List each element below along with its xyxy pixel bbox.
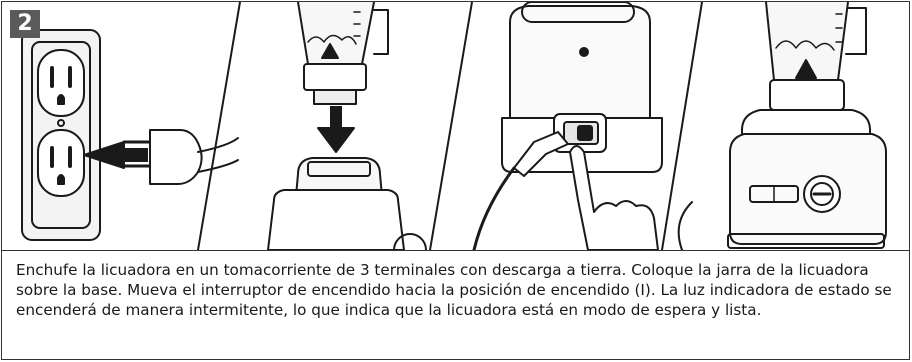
pointing-hand-icon xyxy=(569,145,659,250)
assembled-blender xyxy=(727,2,887,249)
arrow-down-icon xyxy=(317,106,355,153)
blender-jar xyxy=(297,2,389,105)
panel-divider-3 xyxy=(661,2,703,250)
illustration-panel: 2 xyxy=(2,2,909,251)
panel-divider-2 xyxy=(429,2,473,250)
power-cord xyxy=(472,131,569,250)
step-number-badge: 2 xyxy=(10,10,40,38)
wall-outlet xyxy=(21,29,101,241)
step-illustration xyxy=(21,2,887,250)
instruction-text: Enchufe la licuadora en un tomacorriente… xyxy=(16,261,892,319)
power-plug xyxy=(122,129,239,185)
arrow-to-outlet-icon xyxy=(83,141,148,169)
blender-base xyxy=(267,157,427,250)
panel-divider-1 xyxy=(197,2,241,250)
cord-end xyxy=(677,201,693,250)
power-switch xyxy=(553,113,607,153)
